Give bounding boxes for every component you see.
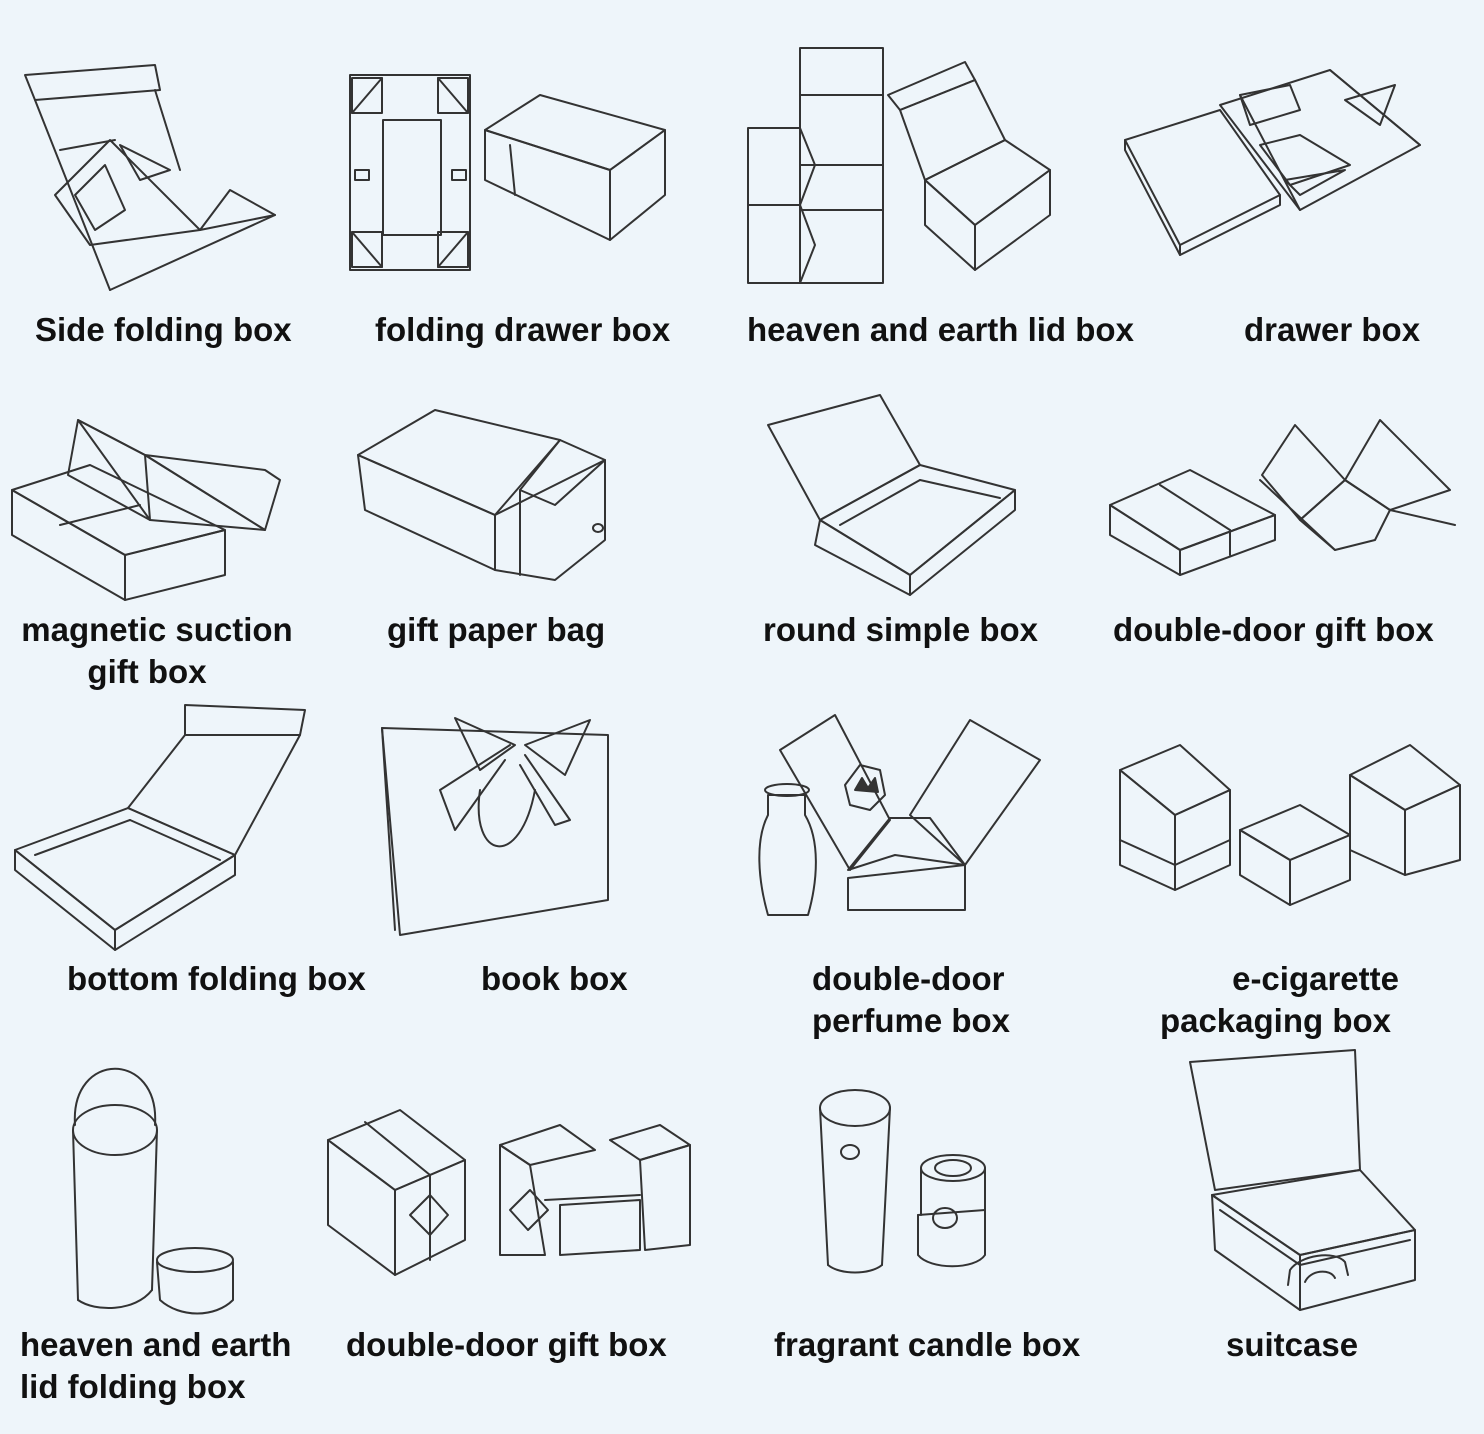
magnetic-suction-gift-box-illustration xyxy=(11,419,281,601)
label-double-door-gift-box-1: double-door gift box xyxy=(1113,611,1434,648)
side-folding-box-illustration xyxy=(24,64,276,291)
folding-drawer-box-illustration xyxy=(349,74,666,271)
suitcase-illustration xyxy=(1189,1049,1416,1311)
label-magnetic-suction-gift-box: magnetic suction gift box xyxy=(21,611,293,690)
label-heaven-and-earth-lid-folding-box: heaven and earth lid folding box xyxy=(20,1326,292,1405)
label-folding-drawer-box: folding drawer box xyxy=(375,311,671,348)
drawer-box-illustration xyxy=(1124,69,1421,256)
label-bottom-folding-box: bottom folding box xyxy=(67,960,366,997)
heaven-and-earth-lid-box-illustration xyxy=(747,47,1051,284)
label-drawer-box: drawer box xyxy=(1244,311,1421,348)
label-round-simple-box: round simple box xyxy=(763,611,1039,648)
bottom-folding-box-illustration xyxy=(14,704,306,951)
round-simple-box-illustration xyxy=(767,394,1016,596)
double-door-gift-box-2-illustration xyxy=(327,1109,691,1276)
label-heaven-and-earth-lid-box: heaven and earth lid box xyxy=(747,311,1134,348)
label-gift-paper-bag: gift paper bag xyxy=(387,611,606,648)
book-box-illustration xyxy=(381,717,609,936)
label-book-box: book box xyxy=(481,960,628,997)
label-suitcase: suitcase xyxy=(1226,1326,1359,1363)
label-double-door-perfume-box: double-door perfume box xyxy=(812,960,1011,1039)
double-door-gift-box-1-illustration xyxy=(1109,419,1456,576)
label-double-door-gift-box-2: double-door gift box xyxy=(346,1326,667,1363)
label-e-cigarette-packaging-box: e-cigarette packaging box xyxy=(1159,960,1399,1039)
fragrant-candle-box-illustration xyxy=(819,1089,986,1274)
label-fragrant-candle-box: fragrant candle box xyxy=(774,1326,1081,1363)
label-side-folding-box: Side folding box xyxy=(35,311,292,348)
gift-paper-bag-illustration xyxy=(357,409,606,581)
e-cigarette-packaging-box-illustration xyxy=(1119,744,1461,906)
heaven-and-earth-lid-folding-box-illustration xyxy=(72,1067,234,1315)
double-door-perfume-box-illustration xyxy=(758,714,1041,916)
